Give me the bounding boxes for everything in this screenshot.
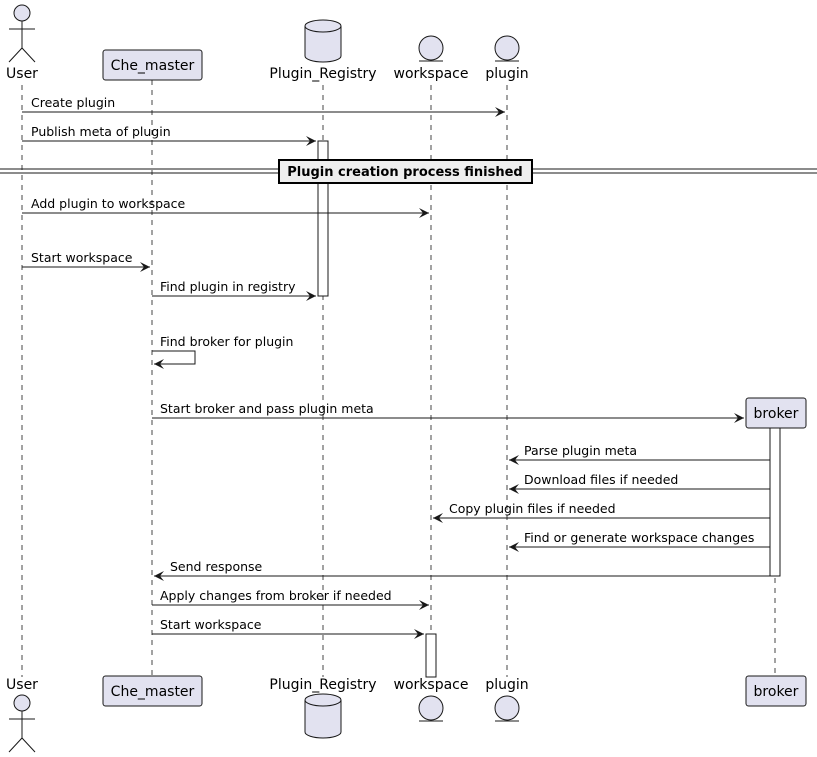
participant-plugin-bottom: plugin xyxy=(485,677,529,722)
message-label: Apply changes from broker if needed xyxy=(160,588,392,603)
message-parse-meta: Parse plugin meta xyxy=(509,443,770,465)
participant-label-workspace: workspace xyxy=(394,677,469,693)
participant-plugin-registry-bottom: Plugin_Registry xyxy=(269,677,377,739)
message-publish-meta: Publish meta of plugin xyxy=(22,124,316,146)
message-start-workspace-2: Start workspace xyxy=(152,617,424,639)
message-label: Parse plugin meta xyxy=(524,443,637,458)
actor-head-icon xyxy=(13,694,31,712)
message-label: Start workspace xyxy=(31,250,133,265)
message-label: Download files if needed xyxy=(524,472,678,487)
participant-che-master-bottom: Che_master xyxy=(102,675,203,707)
actor-user-bottom: User xyxy=(6,677,38,753)
participant-label-broker: broker xyxy=(754,406,799,422)
participant-label-user: User xyxy=(6,677,38,693)
participant-label-che-master: Che_master xyxy=(111,684,195,700)
participant-plugin-registry-top: Plugin_Registry xyxy=(269,19,377,82)
participant-label-user: User xyxy=(6,66,38,82)
message-label: Find or generate workspace changes xyxy=(524,530,754,545)
participant-label-plugin: plugin xyxy=(485,66,528,82)
message-add-plugin: Add plugin to workspace xyxy=(22,196,429,218)
participant-broker-created: broker xyxy=(745,397,807,429)
database-icon xyxy=(304,693,342,739)
entity-icon xyxy=(418,695,444,721)
entity-icon xyxy=(418,35,444,61)
activation-workspace xyxy=(425,633,437,678)
entity-icon xyxy=(494,35,520,61)
participant-plugin-top: plugin xyxy=(485,35,529,82)
participant-broker-bottom: broker xyxy=(745,675,807,707)
participant-label-plugin: plugin xyxy=(485,677,528,693)
activation-plugin-registry xyxy=(317,140,329,297)
participant-label-che-master: Che_master xyxy=(111,58,195,74)
message-label: Find plugin in registry xyxy=(160,279,296,294)
database-icon xyxy=(304,19,342,63)
participant-label-broker: broker xyxy=(754,684,799,700)
actor-user-top: User xyxy=(6,4,38,82)
message-create-plugin: Create plugin xyxy=(22,95,505,117)
message-find-broker: Find broker for plugin xyxy=(152,334,293,369)
message-apply-changes: Apply changes from broker if needed xyxy=(152,588,429,610)
participant-label-workspace: workspace xyxy=(394,66,469,82)
message-download-files: Download files if needed xyxy=(509,472,770,494)
participant-label-plugin-registry: Plugin_Registry xyxy=(269,66,376,82)
participant-che-master-top: Che_master xyxy=(102,49,203,81)
message-start-broker: Start broker and pass plugin meta xyxy=(152,401,744,423)
message-label: Add plugin to workspace xyxy=(31,196,186,211)
message-label: Find broker for plugin xyxy=(160,334,293,349)
message-find-changes: Find or generate workspace changes xyxy=(509,530,770,552)
activation-broker xyxy=(769,427,781,577)
message-send-response: Send response xyxy=(154,559,770,581)
message-label: Start broker and pass plugin meta xyxy=(160,401,374,416)
message-label: Copy plugin files if needed xyxy=(449,501,616,516)
message-start-workspace-1: Start workspace xyxy=(22,250,150,272)
message-label: Create plugin xyxy=(31,95,115,110)
divider: Plugin creation process finished xyxy=(0,159,817,184)
message-find-plugin: Find plugin in registry xyxy=(152,279,316,301)
message-label: Publish meta of plugin xyxy=(31,124,171,139)
divider-label: Plugin creation process finished xyxy=(287,165,523,180)
participant-workspace-top: workspace xyxy=(394,35,469,82)
message-label: Start workspace xyxy=(160,617,262,632)
message-label: Send response xyxy=(170,559,263,574)
participant-label-plugin-registry: Plugin_Registry xyxy=(269,677,376,693)
message-copy-files: Copy plugin files if needed xyxy=(433,501,770,523)
participant-workspace-bottom: workspace xyxy=(394,677,469,722)
actor-head-icon xyxy=(13,4,31,22)
entity-icon xyxy=(494,695,520,721)
